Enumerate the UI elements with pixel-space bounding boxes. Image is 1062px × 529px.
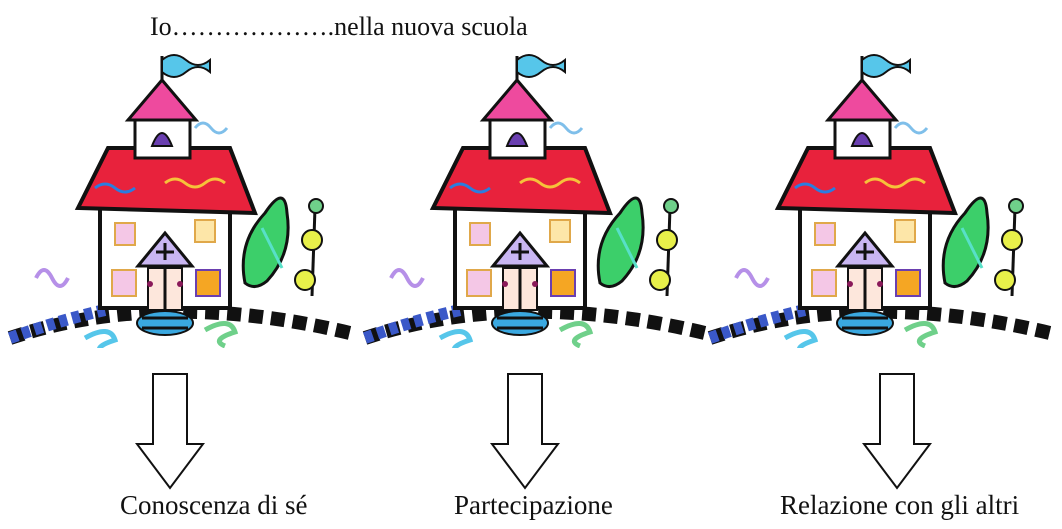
caption-partecipazione: Partecipazione <box>454 490 613 520</box>
school-house-illustration <box>362 54 707 348</box>
school-illustration-2 <box>355 48 715 348</box>
school-house-illustration <box>707 54 1052 348</box>
down-arrow-icon <box>862 372 932 490</box>
school-house-illustration <box>7 54 352 348</box>
page-title: Io……………….nella nuova scuola <box>150 12 528 41</box>
down-arrow-icon <box>490 372 560 490</box>
down-arrow-icon <box>135 372 205 490</box>
school-illustration-1 <box>0 48 360 348</box>
school-illustration-3 <box>700 48 1060 348</box>
caption-conoscenza: Conoscenza di sé <box>120 490 308 520</box>
caption-relazione: Relazione con gli altri <box>780 490 1020 520</box>
